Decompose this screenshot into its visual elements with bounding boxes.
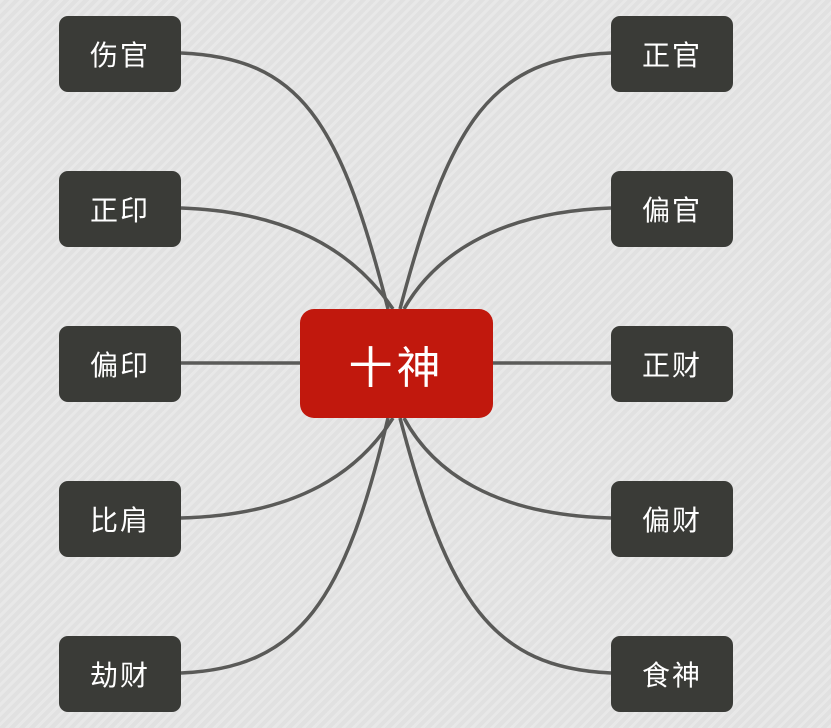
node-bi-jian[interactable]: 比肩: [59, 481, 181, 557]
node-zheng-yin[interactable]: 正印: [59, 171, 181, 247]
node-label: 食神: [641, 659, 702, 692]
node-label: 正财: [641, 349, 702, 382]
node-shang-guan[interactable]: 伤官: [59, 16, 181, 92]
node-label: 比肩: [89, 504, 150, 537]
connector-right-5: [398, 417, 612, 675]
node-zheng-guan[interactable]: 正官: [611, 16, 733, 92]
connector-right-4: [402, 417, 612, 520]
node-label: 偏官: [641, 194, 702, 227]
node-label: 正印: [89, 194, 150, 227]
node-shi-shen[interactable]: 食神: [611, 636, 733, 712]
connector-right-2: [402, 206, 612, 310]
connector-left-2: [180, 206, 395, 310]
node-pian-guan[interactable]: 偏官: [611, 171, 733, 247]
node-label: 伤官: [89, 39, 150, 72]
node-jie-cai[interactable]: 劫财: [59, 636, 181, 712]
connector-left-5: [180, 417, 390, 675]
connector-left-4: [180, 417, 395, 520]
connector-left-1: [180, 51, 390, 310]
node-label: 正官: [641, 39, 702, 72]
node-zheng-cai[interactable]: 正财: [611, 326, 733, 402]
node-label: 偏印: [89, 349, 150, 382]
center-node-ten-gods[interactable]: 十神: [300, 309, 493, 418]
connector-right-1: [398, 51, 612, 310]
node-label: 劫财: [89, 659, 150, 692]
node-label: 偏财: [641, 504, 702, 537]
node-pian-cai[interactable]: 偏财: [611, 481, 733, 557]
center-node-label: 十神: [348, 342, 445, 394]
node-pian-yin[interactable]: 偏印: [59, 326, 181, 402]
